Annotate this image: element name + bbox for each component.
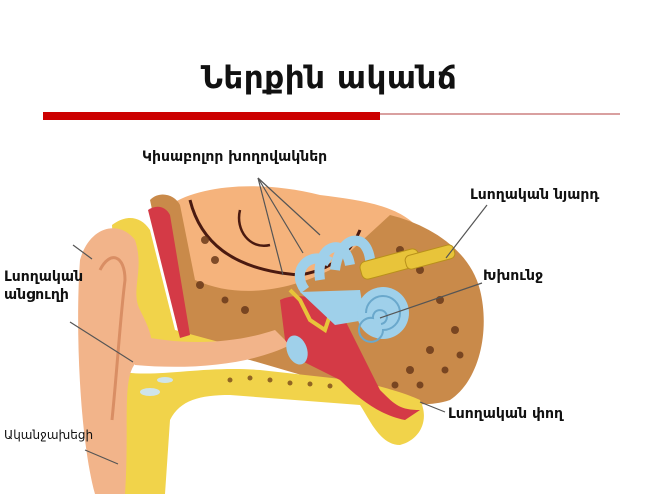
label-ear-canal-line2: անցուղի xyxy=(4,287,69,303)
cochlea-shape xyxy=(357,287,409,339)
pointer-lines xyxy=(69,177,488,465)
ear-canal xyxy=(135,330,290,367)
title-underline-thin xyxy=(380,113,620,115)
title-underline-thick xyxy=(43,112,380,120)
page-title: Ներքին ականճ xyxy=(200,60,458,96)
middle-ear-cavity xyxy=(280,296,420,420)
label-earlobe: Ականջախեցի xyxy=(4,428,94,442)
eardrum xyxy=(286,335,308,365)
tissue-lower xyxy=(115,368,424,494)
label-cochlea: Խխունջ xyxy=(483,268,543,284)
label-ear-canal-line1: Լսողական xyxy=(4,269,84,285)
label-eustachian-tube: Լսողական փող xyxy=(448,406,564,422)
pinna xyxy=(78,228,152,494)
label-semicircular-canals: Կիսաբոլոր խողովակներ xyxy=(142,149,328,165)
auditory-nerve-shape xyxy=(359,244,456,280)
label-auditory-nerve: Լսողական նյարդ xyxy=(470,187,600,203)
